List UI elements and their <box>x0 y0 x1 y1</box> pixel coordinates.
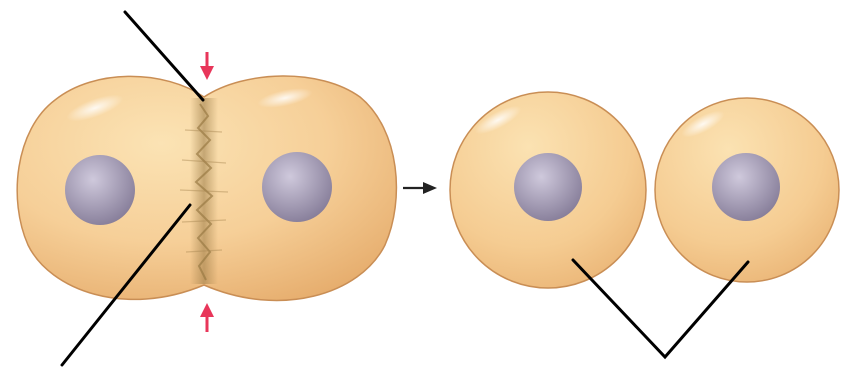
dividing-cell <box>17 76 396 300</box>
pinch-arrow-bottom <box>200 303 214 332</box>
nucleus <box>712 153 780 221</box>
daughter-cell-left <box>450 92 646 288</box>
process-arrow <box>403 182 437 194</box>
nucleus <box>514 153 582 221</box>
nucleus <box>262 152 332 222</box>
pinch-arrow-top <box>200 52 214 80</box>
nucleus <box>65 155 135 225</box>
daughter-cell-right <box>655 98 839 282</box>
